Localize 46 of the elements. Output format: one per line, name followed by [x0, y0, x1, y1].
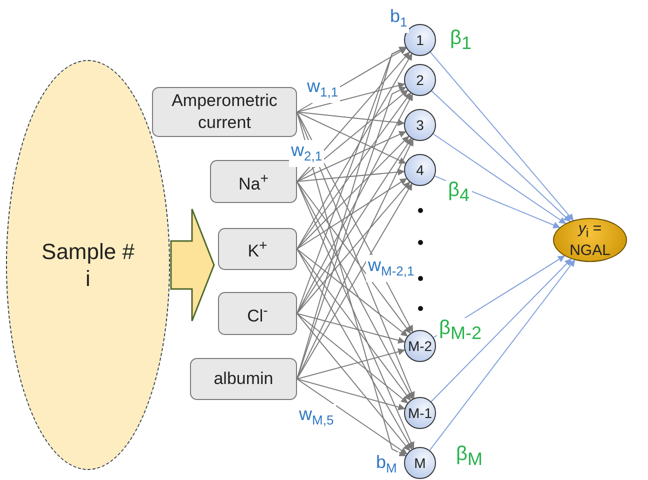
arrow — [431, 90, 571, 222]
arrow — [296, 53, 412, 250]
arrow — [296, 82, 406, 112]
arrow — [296, 112, 415, 399]
input-box: Amperometric current — [152, 87, 297, 137]
output-ellipse: y$_{i}$ = NGAL — [553, 218, 627, 262]
arrow — [296, 248, 412, 450]
arrow — [296, 378, 408, 454]
arrow — [296, 112, 406, 164]
input-box: K$^{+}$ — [218, 228, 297, 270]
arrow — [296, 112, 405, 126]
arrow — [296, 313, 410, 452]
neuron-circle: 4 — [404, 154, 436, 186]
arrow — [296, 138, 412, 314]
arrow — [296, 248, 411, 401]
neuron-circle: M-2 — [404, 330, 436, 362]
arrow — [430, 52, 574, 221]
arrow — [296, 313, 406, 344]
arrow — [296, 131, 406, 182]
input-box: albumin — [190, 358, 297, 400]
arrow — [432, 134, 566, 224]
neuron-circle: 3 — [404, 109, 436, 141]
arrow — [296, 181, 414, 449]
neuron-circle: M — [404, 447, 436, 479]
bias-label: b$_{1}$ — [388, 6, 410, 33]
arrow — [296, 112, 406, 456]
neuron-circle: 2 — [404, 64, 436, 96]
arrow — [296, 248, 408, 337]
weight-label: w$_{M-2,1}$ — [366, 255, 416, 282]
arrow — [296, 168, 405, 182]
sample-ellipse: Sample # i — [6, 60, 170, 470]
arrow — [296, 90, 408, 182]
arrow — [296, 178, 408, 250]
block-arrow — [170, 208, 215, 322]
arrow — [430, 258, 572, 402]
arrow — [429, 259, 576, 451]
arrow — [296, 136, 410, 250]
arrow — [296, 52, 410, 182]
input-box: Cl$^{-}$ — [218, 292, 297, 335]
neuron-circle: M-1 — [404, 397, 436, 429]
arrow — [296, 378, 406, 410]
input-box: Na$^{+}$ — [210, 160, 297, 203]
arrow — [296, 92, 412, 250]
weight-label: w$_{2,1}$ — [289, 140, 324, 167]
arrow — [296, 313, 408, 404]
arrow — [296, 348, 406, 380]
